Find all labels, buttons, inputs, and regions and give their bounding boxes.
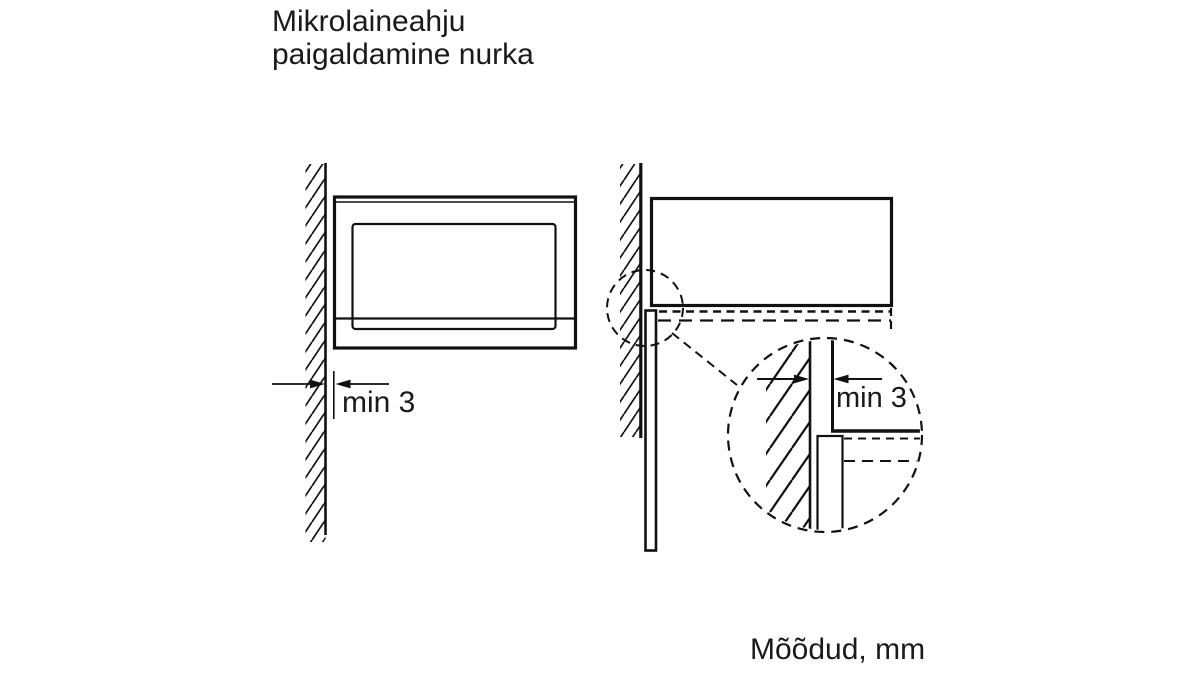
detail-magnified-circle	[726, 336, 924, 534]
left-wall-hatch	[305, 164, 326, 542]
detail-source-circle	[606, 269, 684, 347]
detail-arrowhead-right-pointing	[794, 374, 809, 384]
detail-gap-dimension	[757, 374, 882, 384]
detail-arrowhead-left-pointing	[833, 374, 849, 384]
right-view	[606, 163, 924, 552]
dimension-arrowhead-right-pointing	[310, 379, 325, 389]
right-wall-hatch	[620, 164, 641, 437]
left-gap-dimension	[272, 371, 389, 419]
microwave-front-view	[332, 195, 578, 350]
detail-connector-line	[671, 332, 738, 386]
cabinet-outline	[649, 196, 894, 308]
units-note: Mõõdud, mm	[750, 633, 926, 666]
page-title-line2: paigaldamine nurka	[272, 38, 534, 71]
microwave-outline	[332, 195, 578, 350]
page-title: Mikrolaineahju paigaldamine nurka	[272, 5, 534, 71]
detail-magnified-content	[766, 340, 920, 530]
left-min-gap-label: min 3	[342, 386, 416, 419]
dimension-arrowhead-left-pointing	[335, 379, 351, 389]
detail-min-gap-label: min 3	[836, 382, 907, 414]
page-title-line1: Mikrolaineahju	[272, 5, 466, 38]
left-view	[272, 163, 578, 542]
left-wall	[305, 163, 327, 542]
detail-wall-hatch	[766, 340, 810, 530]
filler-panel-strip	[644, 309, 658, 552]
detail-filler-panel-strip	[816, 434, 844, 530]
right-wall	[620, 163, 643, 438]
microwave-door-window	[351, 222, 557, 331]
hidden-lines-under-cabinet	[658, 308, 893, 333]
